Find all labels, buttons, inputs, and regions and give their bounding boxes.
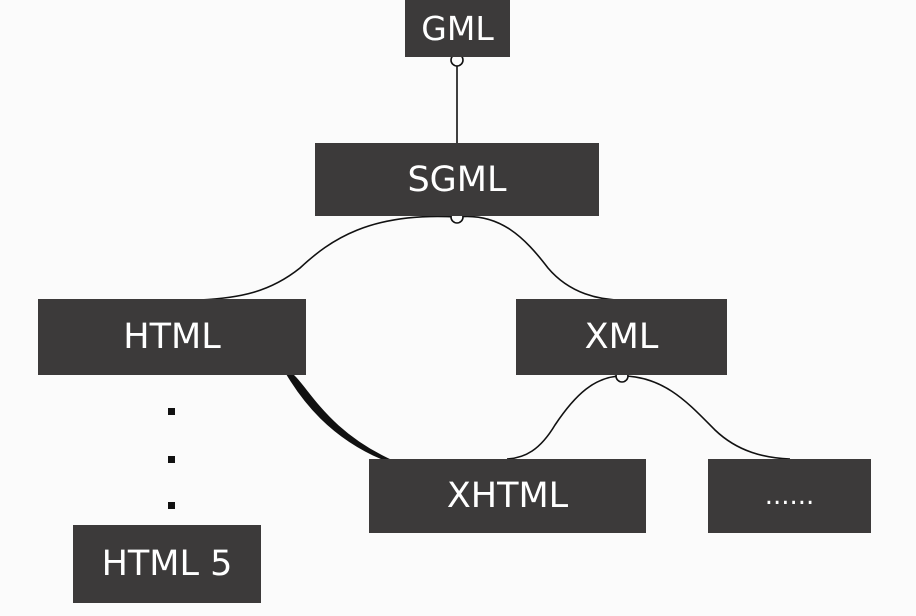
ellipsis-dot: [168, 502, 175, 509]
node-sgml-label: SGML: [407, 159, 507, 200]
node-sgml: SGML: [315, 143, 599, 216]
connector-xml-etc: [621, 375, 791, 460]
connector-html-xhtml: [282, 367, 396, 465]
node-html5-label: HTML 5: [101, 544, 233, 584]
node-html: HTML: [38, 299, 306, 375]
ellipsis-dot: [168, 408, 175, 415]
node-html5: HTML 5: [73, 525, 261, 603]
node-gml-label: GML: [421, 9, 494, 48]
connector-sgml-html: [199, 215, 458, 301]
node-xml-label: XML: [584, 317, 659, 357]
node-etc: ......: [708, 459, 871, 533]
node-xml: XML: [516, 299, 727, 375]
ellipsis-dot: [168, 456, 175, 463]
node-etc-label: ......: [764, 481, 815, 511]
connector-sgml-xml: [456, 215, 623, 301]
node-xhtml-label: XHTML: [446, 476, 569, 516]
node-html-label: HTML: [123, 317, 221, 357]
node-gml: GML: [405, 0, 510, 57]
connector-xml-xhtml: [506, 375, 623, 460]
node-xhtml: XHTML: [369, 459, 646, 533]
